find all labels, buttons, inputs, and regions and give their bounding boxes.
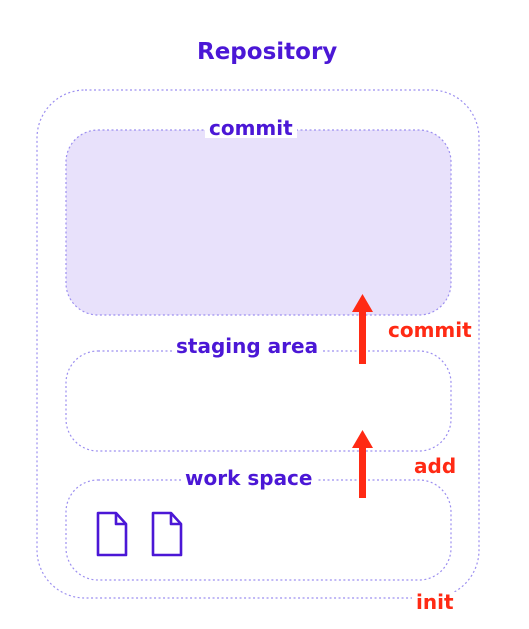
commit-box: [65, 129, 452, 316]
arrow-up-icon: [352, 430, 373, 498]
work-space-label: work space: [181, 468, 317, 488]
init-action-label: init: [412, 592, 458, 612]
work-space-box: [65, 479, 452, 581]
file-icon: [151, 511, 183, 557]
file-icon: [96, 511, 128, 557]
repository-title: Repository: [197, 39, 338, 65]
arrow-up-icon: [352, 294, 373, 364]
staging-area-box: [65, 350, 452, 452]
add-action-label: add: [414, 454, 457, 478]
staging-area-label: staging area: [172, 336, 323, 356]
repository-box: [36, 89, 480, 599]
commit-box-label: commit: [205, 118, 297, 138]
commit-action-label: commit: [388, 318, 472, 342]
